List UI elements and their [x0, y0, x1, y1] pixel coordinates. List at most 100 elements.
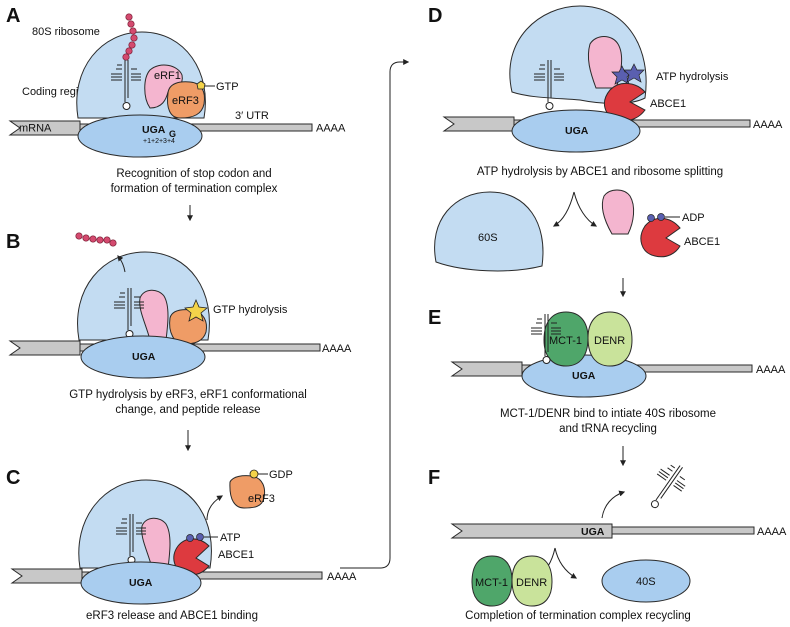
adp-bead: [657, 213, 665, 221]
abce1-free-label: ABCE1: [684, 236, 720, 248]
polya-tail: AAAA: [316, 123, 346, 135]
stop-codon: UGA: [132, 351, 156, 363]
stop-codon: UGA: [142, 124, 166, 136]
stop-codon: UGA: [581, 526, 605, 538]
gdp-molecule: [249, 469, 259, 479]
caption-a-line1: Recognition of stop codon and: [116, 168, 271, 180]
panel-d: D AAAA ATP hydrolysis ABCE1 UGA ATP hydr…: [428, 5, 783, 298]
caption-f: Completion of termination complex recycl…: [465, 610, 691, 622]
polya-tail: AAAA: [753, 119, 783, 131]
gtp-hydrolysis-label: GTP hydrolysis: [213, 304, 288, 316]
mct1-label: MCT-1: [549, 335, 582, 347]
atp-bead: [186, 534, 194, 542]
erf1-label: eRF1: [154, 70, 181, 82]
panel-b-letter: B: [6, 231, 20, 253]
mrna-strand-left: [442, 116, 515, 132]
denr-label: DENR: [516, 577, 547, 589]
peptide-release-arrow: [117, 255, 126, 273]
split-arrow-left: [552, 191, 575, 227]
coding-region-label: Coding region: [22, 86, 91, 98]
polya-tail: AAAA: [322, 343, 352, 355]
polya-tail: AAAA: [756, 364, 786, 376]
mrna-strand-right: [611, 526, 755, 535]
erf3-label: eRF3: [172, 95, 199, 107]
gtp-hydrolysis-star: [184, 298, 208, 322]
abce1-label: ABCE1: [650, 98, 686, 110]
mct1-protein: [543, 311, 589, 367]
atp-label: ATP: [220, 532, 241, 544]
subunit-40s: [601, 559, 691, 603]
erf1-factor: [141, 517, 171, 569]
caption-c: eRF3 release and ABCE1 binding: [86, 610, 258, 622]
codon-positions: +1+2+3+4: [143, 138, 175, 145]
released-peptide: [75, 232, 117, 247]
atp-hydrolysis-label: ATP hydrolysis: [656, 71, 729, 83]
erf1-free: [601, 189, 635, 235]
panel-f: F UGA AAAA MCT-1 DENR 40S Completion of …: [428, 457, 787, 622]
panel-a-letter: A: [6, 5, 20, 27]
panel-f-letter: F: [428, 467, 440, 489]
denr-protein: [587, 311, 633, 367]
adp-label: ADP: [682, 212, 705, 224]
panel-c-letter: C: [6, 467, 20, 489]
panel-d-letter: D: [428, 5, 442, 27]
caption-b-line1: GTP hydrolysis by eRF3, eRF1 conformatio…: [69, 389, 307, 401]
stop-codon: UGA: [129, 577, 153, 589]
erf3-released: [229, 475, 266, 509]
erf3-release-arrow: [206, 495, 224, 521]
mrna-strand-left: [450, 361, 523, 377]
gdp-label: GDP: [269, 469, 293, 481]
panel-c: C AAAA ATP ABCE1 GDP eRF3 UGA eRF3 relea…: [6, 467, 357, 622]
mrna-strand-left: [8, 340, 81, 356]
small-subunit: [77, 114, 203, 158]
caption-e-line2: and tRNA recycling: [559, 423, 657, 435]
gtp-label: GTP: [216, 81, 239, 93]
erf1-factor: [139, 289, 169, 341]
atp-hydrolysis-star: [623, 63, 645, 83]
denr-free: [511, 555, 553, 607]
mct1-free: [471, 555, 513, 607]
stop-codon: UGA: [565, 125, 589, 137]
denr-label: DENR: [594, 335, 625, 347]
split-arrow-right: [573, 191, 598, 227]
panel-a: A 80S ribosome Coding region mRNA AAAA 3…: [6, 5, 346, 222]
caption-b-line2: change, and peptide release: [115, 404, 260, 416]
released-trna: [639, 457, 694, 516]
trna-release-arrow: [601, 490, 626, 519]
abce1-free: [640, 217, 681, 258]
mrna-strand-left: [8, 120, 81, 136]
small-subunit: [80, 561, 202, 605]
utr-label: 3′ UTR: [235, 110, 269, 122]
panel-b: B AAAA GTP hydrolysis UGA GTP hydrolysis…: [6, 231, 352, 452]
arrow-c-to-d: [340, 59, 410, 569]
erf1-factor: [144, 64, 183, 109]
stop-codon: UGA: [572, 370, 596, 382]
caption-a-line2: formation of termination complex: [111, 183, 278, 195]
caption-d: ATP hydrolysis by ABCE1 and ribosome spl…: [477, 166, 723, 178]
atp-bead: [196, 533, 204, 541]
panel-e: E AAAA UGA MCT-1 DENR MCT-1/DENR bind to…: [428, 307, 786, 467]
nascent-peptide: [122, 13, 138, 61]
mct1-label: MCT-1: [475, 577, 508, 589]
abce1-protein: [603, 83, 646, 122]
subunit-60s-label: 60S: [478, 232, 498, 244]
polya-tail: AAAA: [757, 526, 787, 538]
plus4-nucleotide: G: [169, 129, 176, 139]
split-arrow-right: [554, 547, 578, 579]
erf3-label: eRF3: [248, 493, 275, 505]
mrna-strand-left: [10, 568, 83, 584]
small-subunit: [80, 335, 206, 379]
gtp-molecule: [196, 80, 206, 90]
mrna-label: mRNA: [19, 123, 52, 135]
small-subunit: [511, 109, 641, 153]
erf3-factor: [167, 81, 205, 119]
caption-e-line1: MCT-1/DENR bind to intiate 40S ribosome: [500, 408, 716, 420]
panel-e-letter: E: [428, 307, 441, 329]
subunit-40s-label: 40S: [636, 576, 656, 588]
mrna-strand-left: [450, 523, 613, 539]
polya-tail: AAAA: [327, 571, 357, 583]
abce1-label: ABCE1: [218, 549, 254, 561]
adp-bead: [647, 214, 655, 222]
subunit-60s: [434, 191, 544, 272]
